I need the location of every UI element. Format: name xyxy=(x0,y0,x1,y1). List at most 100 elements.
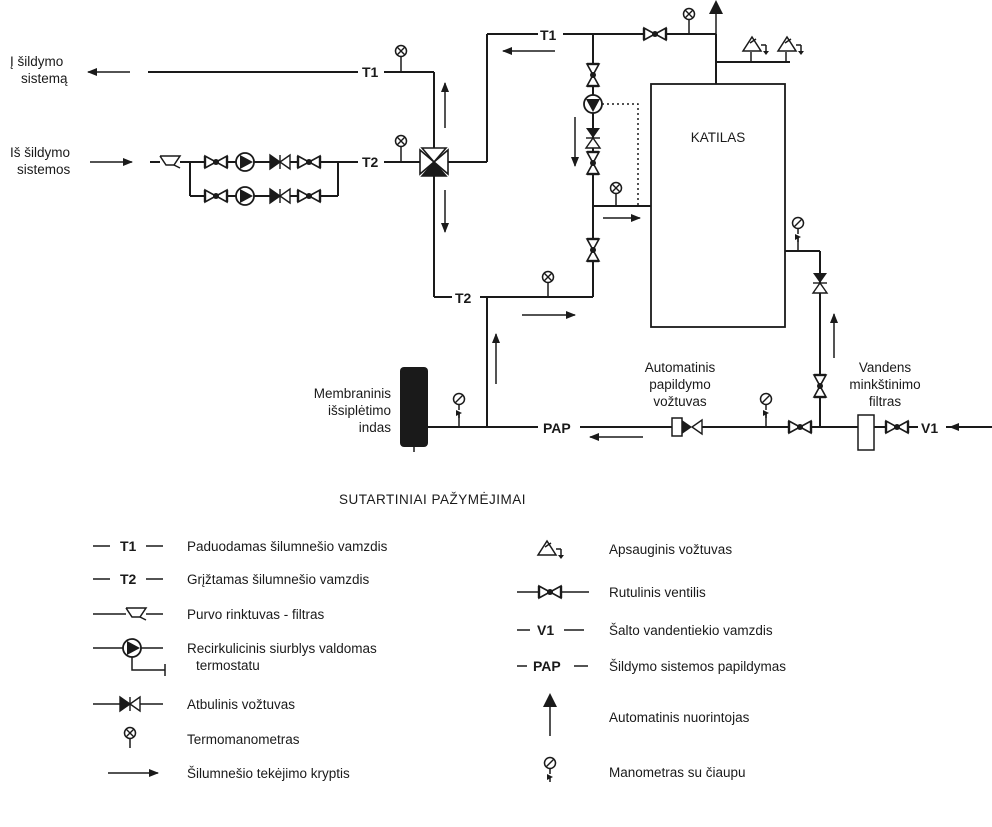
check-valve-icon xyxy=(811,273,829,294)
svg-text:Šalto vandentiekio vamzdis: Šalto vandentiekio vamzdis xyxy=(609,623,773,638)
ball-valve-icon xyxy=(537,584,563,600)
svg-text:Paduodamas šilumnešio vamzdis: Paduodamas šilumnešio vamzdis xyxy=(187,539,388,554)
ball-valve-icon xyxy=(203,188,229,204)
thermostat-link xyxy=(602,103,639,206)
svg-text:papildymo: papildymo xyxy=(649,377,711,392)
manometer-icon xyxy=(452,392,466,419)
svg-text:Automatinis nuorintojas: Automatinis nuorintojas xyxy=(609,710,750,725)
svg-text:Manometras su čiaupu: Manometras su čiaupu xyxy=(609,765,746,780)
to-heating-label: Į šildymo sistemą xyxy=(10,54,68,86)
legend-item-t2: T2 Grįžtamas šilumnešio vamzdis xyxy=(93,571,370,587)
svg-text:sistemos: sistemos xyxy=(17,162,71,177)
ball-valve-icon xyxy=(587,239,599,261)
ball-valve-icon xyxy=(587,152,599,174)
legend-item-pump: Recirkulicinis siurblys valdomas termost… xyxy=(93,638,377,676)
thermomanometer-icon xyxy=(682,7,696,21)
legend-title: SUTARTINIAI PAŽYMĖJIMAI xyxy=(339,492,526,507)
thermomanometer-icon xyxy=(394,134,408,148)
svg-text:T2: T2 xyxy=(120,571,137,587)
ball-valve-icon xyxy=(587,64,599,86)
legend-item-ball-valve: Rutulinis ventilis xyxy=(517,584,706,600)
svg-text:vožtuvas: vožtuvas xyxy=(653,394,707,409)
thermomanometer-icon xyxy=(609,181,623,195)
ball-valve-icon xyxy=(296,188,322,204)
safety-valve-icon xyxy=(537,540,565,560)
svg-text:Recirkulicinis siurblys valdom: Recirkulicinis siurblys valdomas xyxy=(187,641,377,656)
svg-text:V1: V1 xyxy=(537,622,554,638)
svg-text:termostatu: termostatu xyxy=(196,658,260,673)
svg-text:Grįžtamas šilumnešio vamzdis: Grįžtamas šilumnešio vamzdis xyxy=(187,572,370,587)
svg-text:Apsauginis vožtuvas: Apsauginis vožtuvas xyxy=(609,542,732,557)
air-vent-icon xyxy=(543,693,557,707)
from-heating-label: Iš šildymo sistemos xyxy=(10,145,71,177)
auto-fill-valve-label: Automatinis papildymo vožtuvas xyxy=(645,360,716,409)
svg-text:Iš šildymo: Iš šildymo xyxy=(10,145,70,160)
pipe-label-t1-left: T1 xyxy=(362,64,379,80)
check-valve-icon xyxy=(269,188,291,204)
svg-text:Vandens: Vandens xyxy=(859,360,912,375)
boiler xyxy=(650,83,786,328)
pipe-label-t1-top: T1 xyxy=(540,27,557,43)
ball-valve-icon xyxy=(814,375,826,397)
legend-left: T1 Paduodamas šilumnešio vamzdis T2 Grįž… xyxy=(93,538,388,781)
safety-valve-icon xyxy=(742,36,770,56)
svg-text:Atbulinis vožtuvas: Atbulinis vožtuvas xyxy=(187,697,295,712)
check-valve-icon xyxy=(584,128,602,149)
check-valve-icon xyxy=(269,154,291,170)
dirt-filter-icon xyxy=(125,607,147,621)
svg-text:Šildymo sistemos papildymas: Šildymo sistemos papildymas xyxy=(609,659,786,674)
legend-item-check-valve: Atbulinis vožtuvas xyxy=(93,696,295,712)
air-vent-icon xyxy=(709,0,723,14)
svg-text:Membraninis: Membraninis xyxy=(314,386,392,401)
check-valve-icon xyxy=(119,696,141,712)
pump-icon xyxy=(235,186,255,206)
thermomanometer-icon xyxy=(541,270,555,284)
safety-valve-icon xyxy=(777,36,805,56)
svg-text:Į šildymo: Į šildymo xyxy=(10,54,63,69)
legend-item-safety-valve: Apsauginis vožtuvas xyxy=(537,540,732,560)
svg-text:sistemą: sistemą xyxy=(21,71,68,86)
ball-valve-icon xyxy=(642,26,668,42)
pump-icon xyxy=(583,94,603,114)
expansion-vessel-label: Membraninis išsiplėtimo indas xyxy=(314,386,392,435)
thermomanometer-icon xyxy=(394,44,408,58)
mixing-valve-icon xyxy=(419,147,449,177)
auto-fill-valve-icon xyxy=(671,417,703,437)
legend-item-thermomanometer: Termomanometras xyxy=(123,726,300,748)
pump-icon xyxy=(122,638,142,658)
manometer-icon xyxy=(543,756,557,783)
legend-item-air-vent: Automatinis nuorintojas xyxy=(543,693,750,736)
dirt-filter-icon xyxy=(159,155,181,169)
svg-text:Termomanometras: Termomanometras xyxy=(187,732,300,747)
svg-text:minkštinimo: minkštinimo xyxy=(849,377,920,392)
pipe-label-t2-bottom: T2 xyxy=(455,290,472,306)
thermomanometer-icon xyxy=(123,726,137,740)
pipe-label-t2-left: T2 xyxy=(362,154,379,170)
svg-text:Rutulinis ventilis: Rutulinis ventilis xyxy=(609,585,706,600)
legend-item-pap: PAP Šildymo sistemos papildymas xyxy=(517,658,786,674)
svg-text:PAP: PAP xyxy=(533,658,561,674)
svg-text:išsiplėtimo: išsiplėtimo xyxy=(328,403,391,418)
boiler-label: KATILAS xyxy=(691,130,746,145)
manometer-icon xyxy=(791,216,805,243)
softener-filter-label: Vandens minkštinimo filtras xyxy=(849,360,920,409)
legend-item-flow-arrow: Šilumnešio tekėjimo kryptis xyxy=(108,766,350,781)
svg-text:Šilumnešio tekėjimo kryptis: Šilumnešio tekėjimo kryptis xyxy=(187,766,350,781)
svg-text:Automatinis: Automatinis xyxy=(645,360,716,375)
ball-valve-icon xyxy=(296,154,322,170)
ball-valve-icon xyxy=(203,154,229,170)
expansion-vessel xyxy=(400,367,428,447)
svg-text:Purvo rinktuvas - filtras: Purvo rinktuvas - filtras xyxy=(187,607,325,622)
svg-text:filtras: filtras xyxy=(869,394,902,409)
ball-valve-icon xyxy=(884,419,910,435)
legend-item-v1: V1 Šalto vandentiekio vamzdis xyxy=(517,622,773,638)
ball-valve-icon xyxy=(787,419,813,435)
svg-text:indas: indas xyxy=(359,420,392,435)
pump-icon xyxy=(235,152,255,172)
softener-filter xyxy=(857,414,875,451)
legend-item-t1: T1 Paduodamas šilumnešio vamzdis xyxy=(93,538,388,554)
manometer-icon xyxy=(759,392,773,419)
pipe-label-v1: V1 xyxy=(921,420,938,436)
pipe-label-pap: PAP xyxy=(543,420,571,436)
